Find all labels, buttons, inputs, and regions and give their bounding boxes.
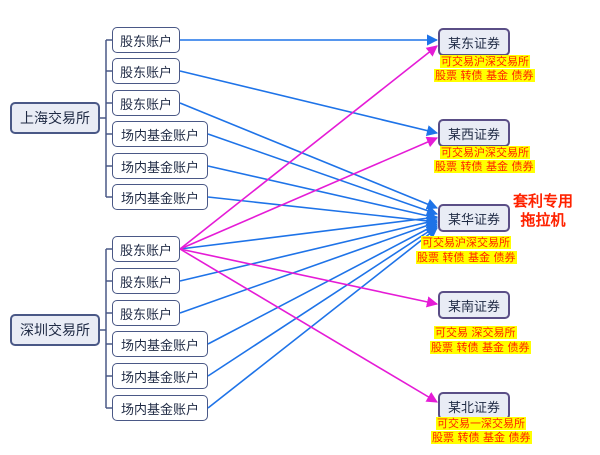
sh-shareholder-account-3[interactable]: 股东账户 <box>112 90 180 116</box>
sz-account-1-to-bei-link <box>179 248 438 403</box>
sz-account-3-link <box>179 220 439 314</box>
sz-account-1-to-nan-link <box>179 248 439 308</box>
sz-account-4-link <box>207 223 438 345</box>
sh-fund-account-2[interactable]: 场内基金账户 <box>112 153 208 179</box>
sz-account-5-link <box>207 225 438 377</box>
broker-dong-caption-1: 可交易沪深交易所 <box>440 55 530 68</box>
broker-xi-caption-2: 股票 转债 基金 债券 <box>434 160 535 173</box>
broker-xi[interactable]: 某西证券 <box>438 119 510 147</box>
callout-line-2: 拖拉机 <box>520 211 566 229</box>
broker-xi-caption-1: 可交易沪深交易所 <box>440 146 530 159</box>
sh-account-3-link <box>179 102 439 210</box>
broker-dong[interactable]: 某东证券 <box>438 28 510 56</box>
sz-account-1-to-dong-link <box>179 45 438 250</box>
broker-bei-caption-1: 可交易一深交易所 <box>436 417 526 430</box>
sh-fund-account-3[interactable]: 场内基金账户 <box>112 184 208 210</box>
sz-shareholder-account-2[interactable]: 股东账户 <box>112 268 180 294</box>
broker-bei[interactable]: 某北证券 <box>438 392 510 420</box>
sz-shareholder-account-3[interactable]: 股东账户 <box>112 300 180 326</box>
sz-fund-account-2[interactable]: 场内基金账户 <box>112 363 208 389</box>
sz-fund-account-3[interactable]: 场内基金账户 <box>112 395 208 421</box>
shenzhen-tree-bracket <box>100 248 112 409</box>
sz-account-6-link <box>207 227 438 409</box>
broker-nan[interactable]: 某南证券 <box>438 291 510 319</box>
callout-line-1: 套利专用 <box>513 192 574 210</box>
broker-hua-caption-1: 可交易沪深交易所 <box>421 236 511 249</box>
exchange-shanghai: 上海交易所 <box>10 102 100 134</box>
sh-account-2-link <box>179 70 439 137</box>
sh-shareholder-account-1[interactable]: 股东账户 <box>112 27 180 53</box>
sh-account-6-link <box>207 196 439 227</box>
broker-nan-caption-2: 股票 转债 基金 债券 <box>430 341 531 354</box>
exchange-shenzhen: 深圳交易所 <box>10 314 100 346</box>
sh-account-5-link <box>207 165 439 222</box>
sh-account-4-link <box>207 133 439 216</box>
sz-shareholder-account-1[interactable]: 股东账户 <box>112 236 180 262</box>
sz-account-1-to-xi-link <box>179 136 439 250</box>
sz-account-1-to-hua-link <box>179 212 439 250</box>
broker-bei-caption-2: 股票 转债 基金 债券 <box>431 431 532 444</box>
arbitrage-callout: 套利专用 拖拉机 <box>513 192 573 230</box>
broker-nan-caption-1: 可交易 深交易所 <box>434 326 517 339</box>
broker-hua-caption-2: 股票 转债 基金 债券 <box>416 251 517 264</box>
sz-fund-account-1[interactable]: 场内基金账户 <box>112 331 208 357</box>
broker-dong-caption-2: 股票 转债 基金 债券 <box>434 69 535 82</box>
sh-shareholder-account-2[interactable]: 股东账户 <box>112 58 180 84</box>
sz-account-2-link <box>179 216 439 282</box>
shanghai-tree-bracket <box>100 39 112 198</box>
broker-hua[interactable]: 某华证券 <box>438 204 510 232</box>
sh-fund-account-1[interactable]: 场内基金账户 <box>112 121 208 147</box>
